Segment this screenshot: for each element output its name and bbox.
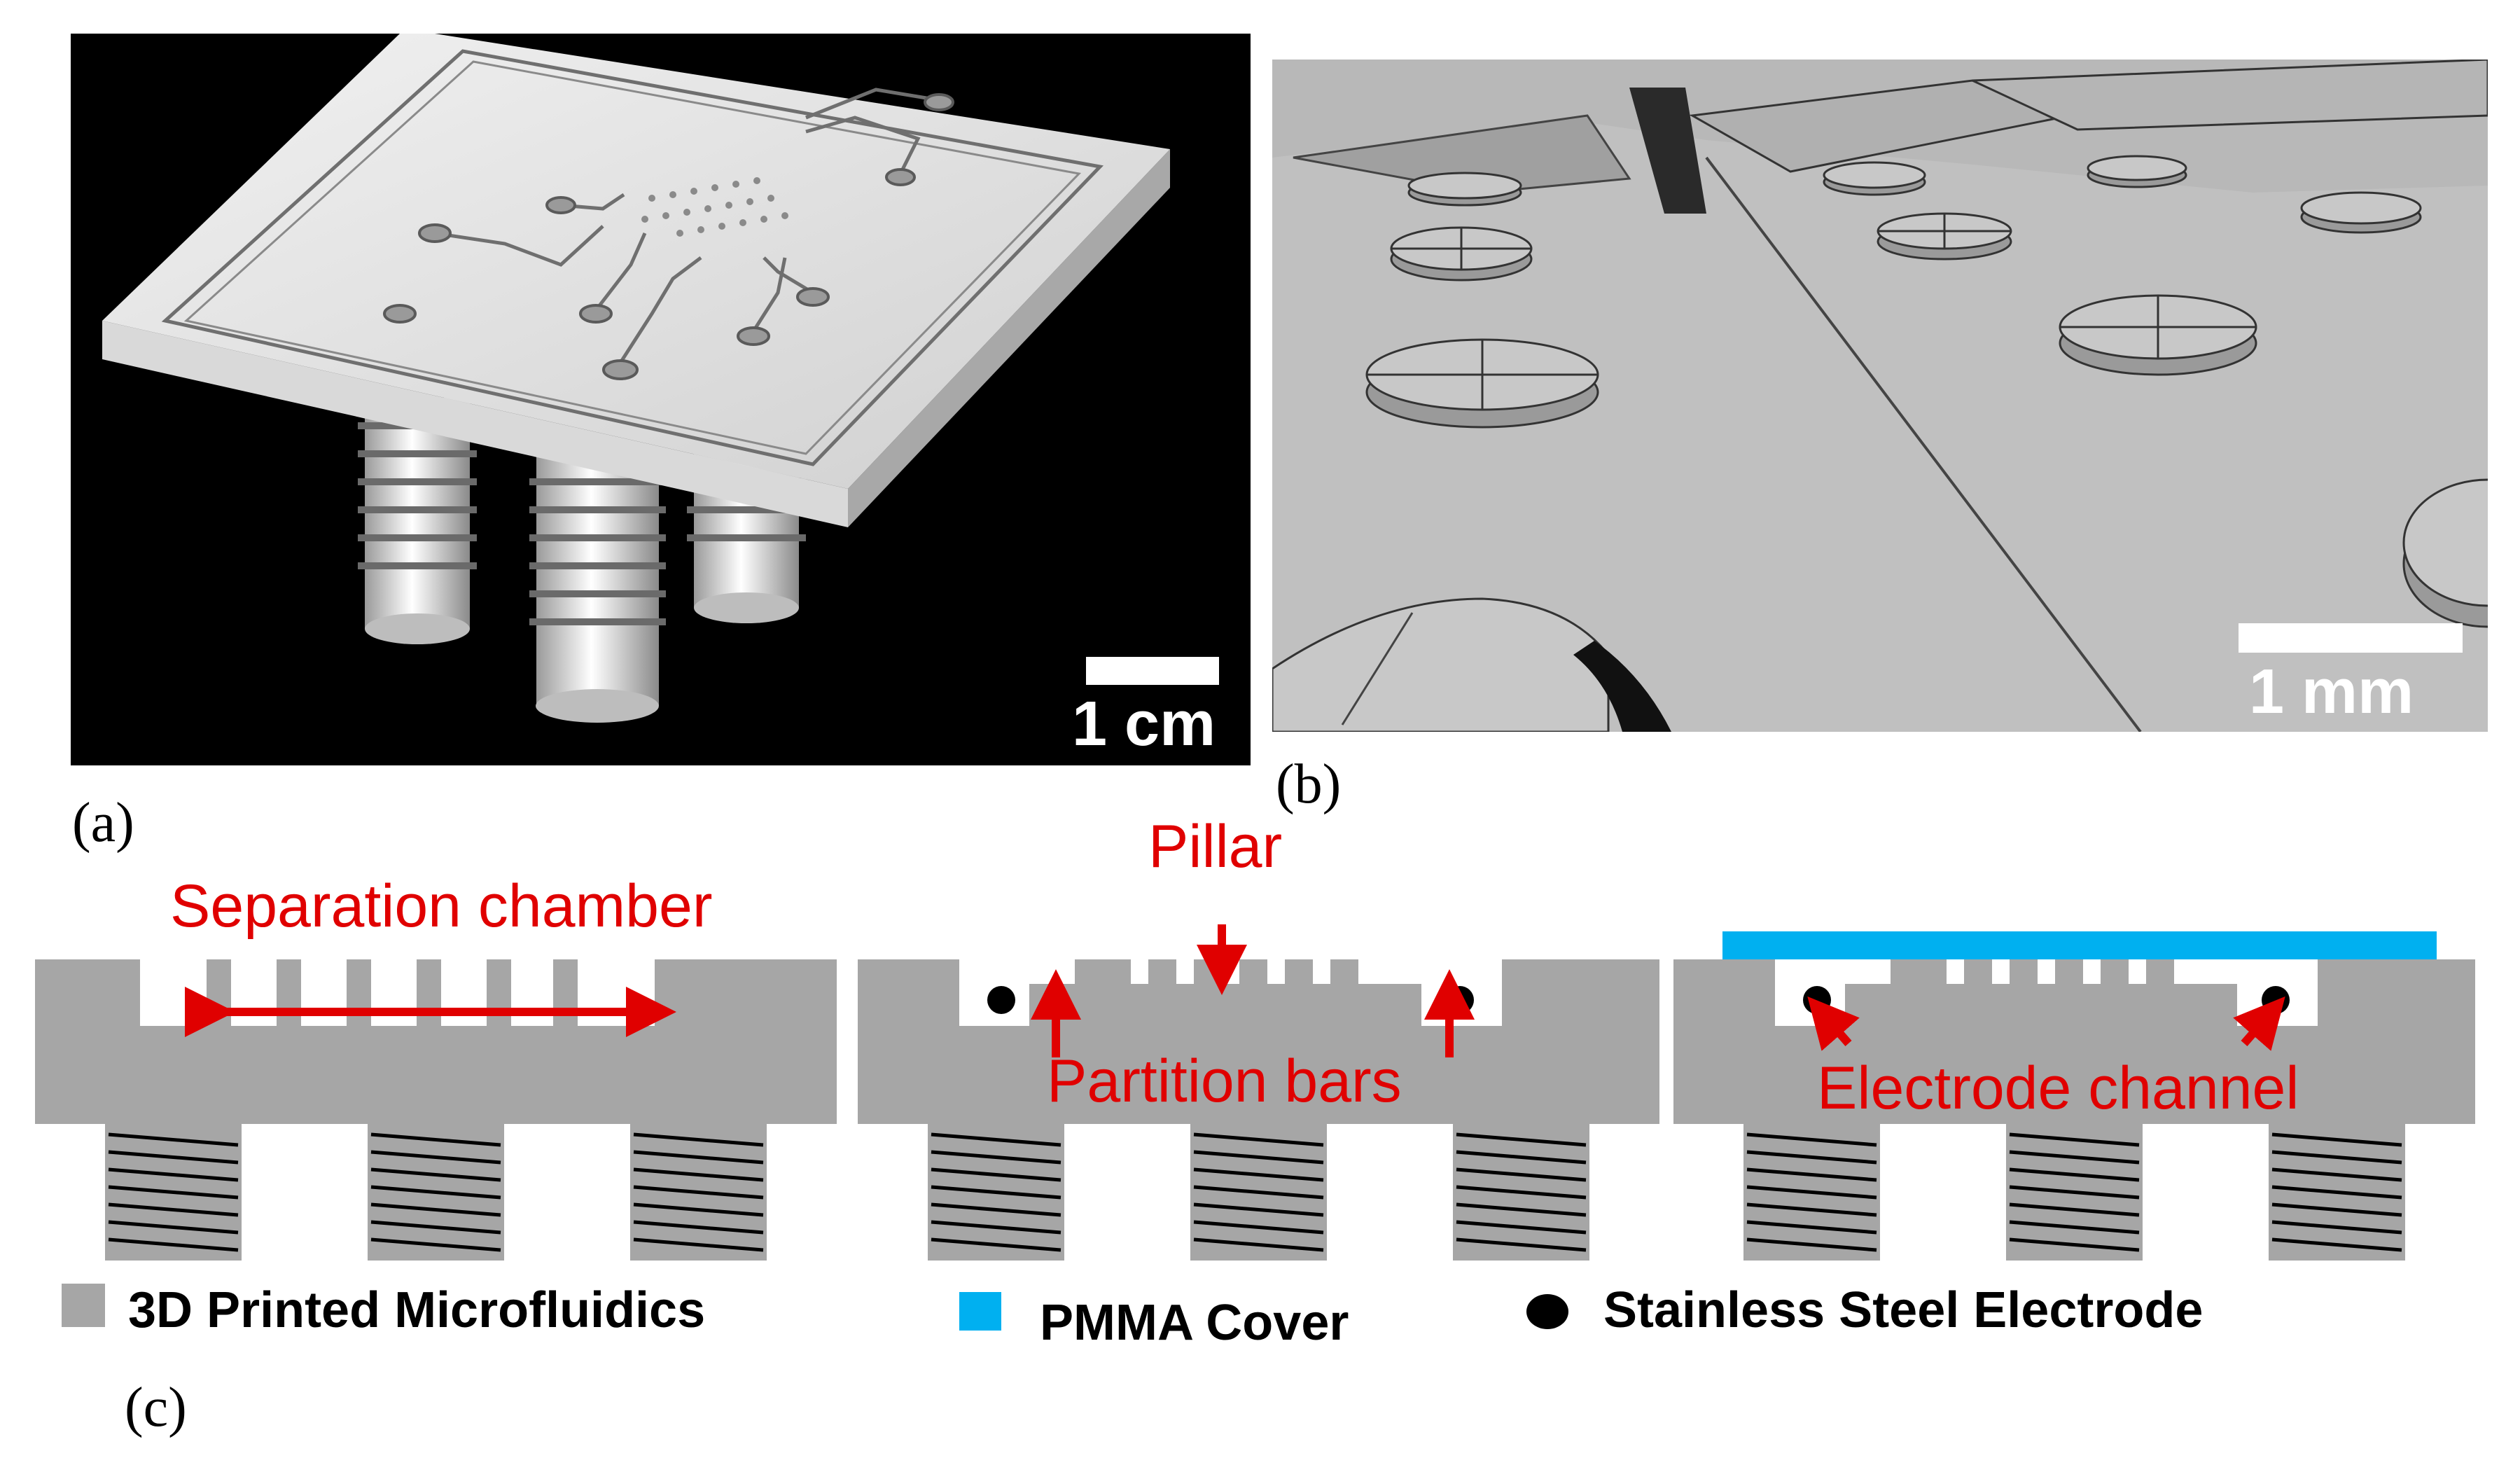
legend-label-electrode: Stainless Steel Electrode: [1603, 1282, 2204, 1338]
chip-side-face: [848, 149, 1170, 527]
label-pillar: Pillar: [1148, 813, 1283, 880]
chip-channels: [434, 88, 940, 364]
panel-a-render: 1 cm: [71, 34, 1251, 765]
panel-a-label: (a): [72, 792, 134, 854]
threads-3: [1743, 1124, 2405, 1261]
chip-front-face: [102, 321, 848, 527]
panel-b-label: (b): [1276, 754, 1342, 815]
electrode-dot: [987, 986, 1015, 1014]
chip-top-face: [102, 34, 1170, 489]
scale-bar-a: [1086, 657, 1219, 685]
chip-ports: [383, 93, 954, 380]
electrode-channel-arrow-left: [1807, 996, 1860, 1051]
legend-swatch-printed: [62, 1284, 105, 1327]
chip-render: [102, 34, 1170, 723]
electrode-dot: [2262, 986, 2290, 1014]
pmma-cover: [1722, 931, 2437, 959]
section-1: [35, 959, 837, 1261]
legend-label-printed: 3D Printed Microfluidics: [128, 1282, 706, 1338]
legend-label-pmma: PMMA Cover: [1040, 1295, 1349, 1351]
electrode-channel-arrow-right: [2233, 996, 2285, 1051]
pillar-closeup: [1272, 60, 2488, 732]
scale-bar-b: [2239, 623, 2463, 653]
electrode-dot: [1803, 986, 1831, 1014]
panel-b-render: 1 mm: [1272, 60, 2488, 732]
chip-pillar-array: [641, 177, 788, 237]
section-3: [1673, 931, 2475, 1261]
pillars: [1365, 155, 2488, 628]
label-separation-chamber: Separation chamber: [170, 873, 713, 940]
section-2: [858, 924, 1659, 1261]
screw-middle: [529, 454, 666, 723]
label-electrode-channel: Electrode channel: [1817, 1055, 2299, 1122]
legend-swatch-electrode: [1526, 1294, 1568, 1329]
scale-bar-b-label: 1 mm: [2249, 657, 2414, 727]
threads-1: [105, 1124, 767, 1261]
chip-border-groove: [161, 49, 1104, 466]
legend-swatch-pmma: [959, 1292, 1001, 1331]
scale-bar-a-label: 1 cm: [1072, 689, 1216, 759]
threads-2: [928, 1124, 1589, 1261]
cross-section-schematics: [35, 924, 2475, 1261]
panel-c-label: (c): [125, 1377, 187, 1438]
label-partition-bars: Partition bars: [1047, 1048, 1402, 1115]
